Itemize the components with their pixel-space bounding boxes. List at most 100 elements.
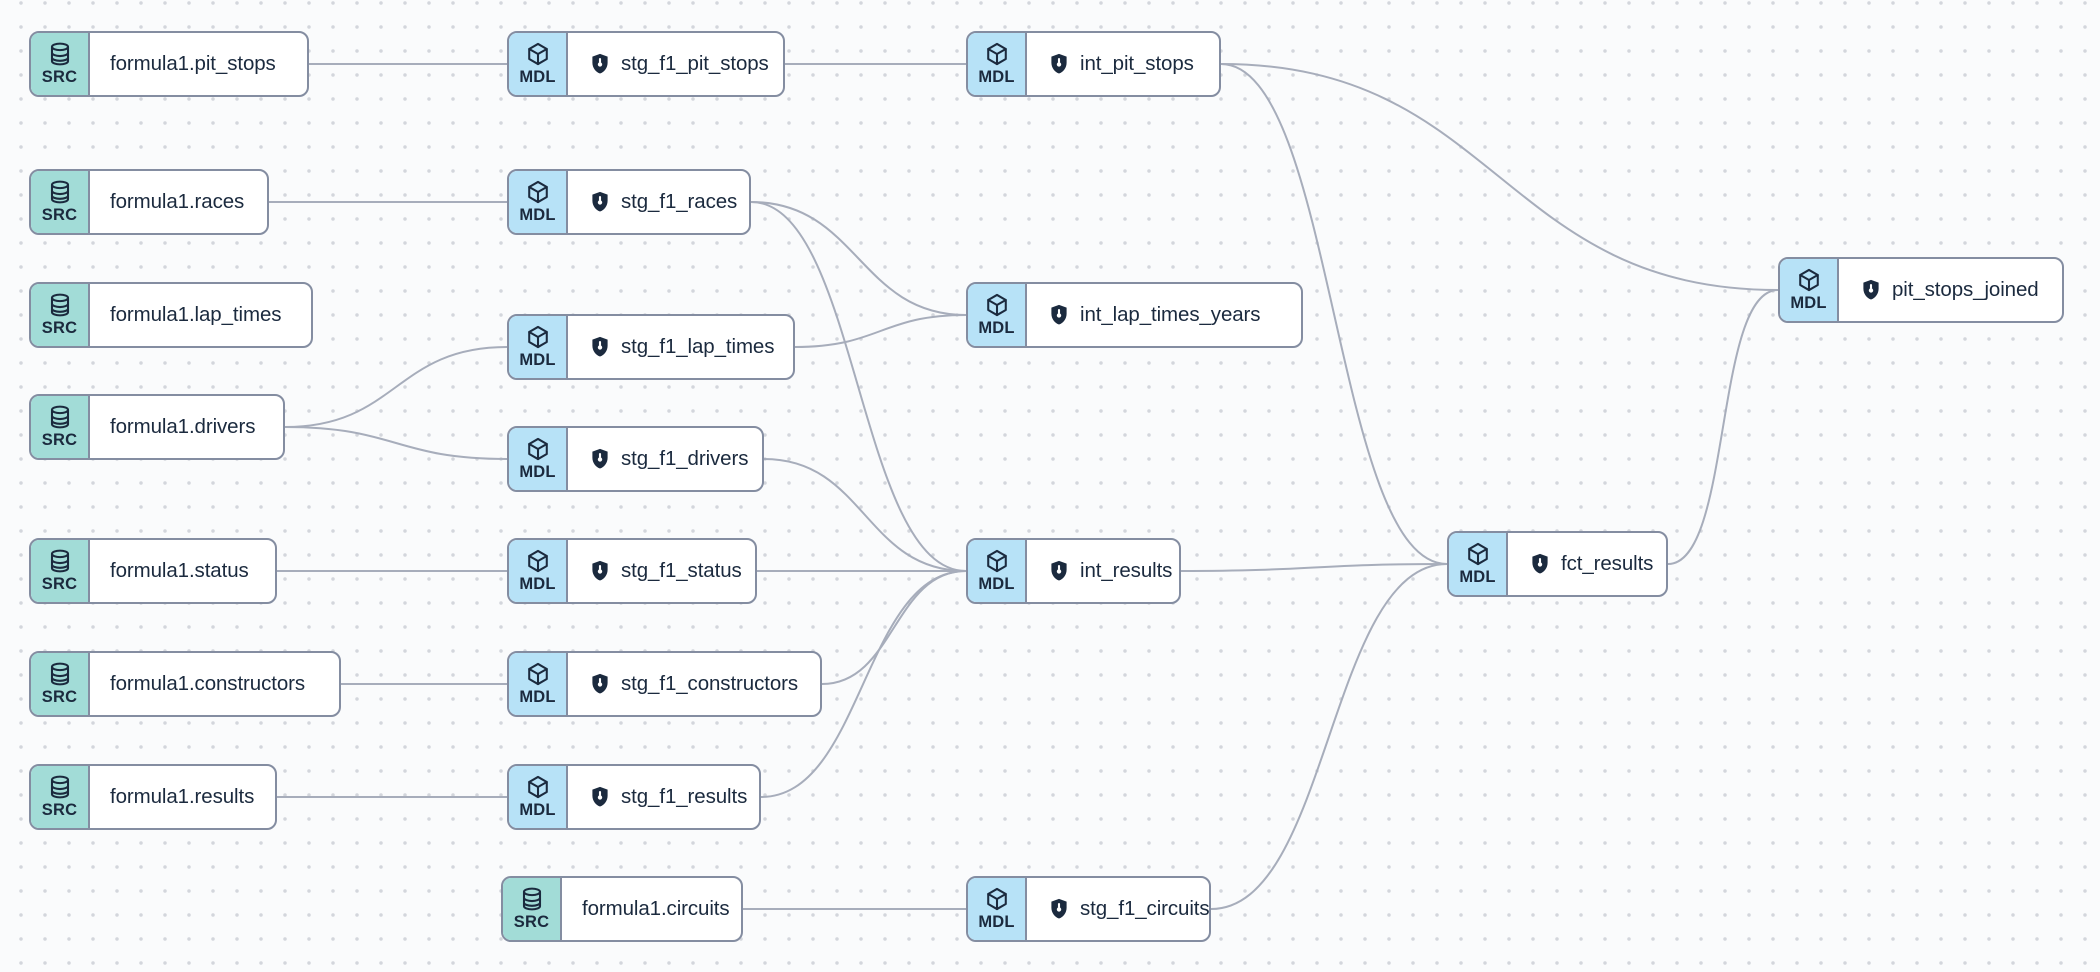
node-body: stg_f1_status (568, 540, 755, 602)
edge-fct-results--pit-stops-joined (1667, 289, 1779, 565)
node-int-pit-stops[interactable]: MDL int_pit_stops (966, 31, 1221, 97)
node-body: int_pit_stops (1027, 33, 1219, 95)
node-stg-f1-results[interactable]: MDL stg_f1_results (507, 764, 761, 830)
node-label: formula1.results (110, 784, 255, 808)
node-stg-f1-pit-stops[interactable]: MDL stg_f1_pit_stops (507, 31, 785, 97)
node-body: stg_f1_pit_stops (568, 33, 783, 95)
node-fct-results[interactable]: MDL fct_results (1447, 531, 1668, 597)
shield-icon (591, 335, 609, 358)
database-icon (50, 549, 69, 573)
cube-icon (527, 181, 548, 204)
edge-stg-f1-drivers--int-results (763, 458, 967, 572)
cube-icon (986, 294, 1007, 317)
node-label: pit_stops_joined (1892, 277, 2039, 301)
badge-label: MDL (519, 463, 556, 482)
node-label: formula1.races (110, 189, 245, 213)
node-body: formula1.results (90, 766, 275, 828)
node-formula1-drivers[interactable]: SRC formula1.drivers (29, 394, 285, 460)
shield-icon (1531, 552, 1549, 575)
edge-int-results--fct-results (1180, 563, 1448, 572)
node-label: stg_f1_pit_stops (621, 51, 769, 75)
shield-icon (591, 52, 609, 75)
badge-label: MDL (1459, 568, 1496, 587)
node-label: stg_f1_lap_times (621, 334, 775, 358)
database-icon (50, 775, 69, 799)
node-body: stg_f1_circuits (1027, 878, 1210, 940)
model-type-badge: MDL (968, 540, 1027, 602)
node-body: stg_f1_lap_times (568, 316, 793, 378)
database-icon (522, 887, 541, 911)
node-formula1-pit-stops[interactable]: SRC formula1.pit_stops (29, 31, 309, 97)
cube-icon (986, 550, 1007, 573)
cube-icon (527, 43, 548, 66)
badge-label: MDL (978, 575, 1015, 594)
node-stg-f1-races[interactable]: MDL stg_f1_races (507, 169, 751, 235)
node-label: formula1.circuits (582, 896, 730, 920)
node-stg-f1-constructors[interactable]: MDL stg_f1_constructors (507, 651, 822, 717)
node-formula1-status[interactable]: SRC formula1.status (29, 538, 277, 604)
source-type-badge: SRC (503, 878, 562, 940)
badge-label: MDL (978, 913, 1015, 932)
cube-icon (527, 663, 548, 686)
node-formula1-circuits[interactable]: SRC formula1.circuits (501, 876, 743, 942)
node-label: stg_f1_constructors (621, 671, 798, 695)
node-body: int_lap_times_years (1027, 284, 1301, 346)
badge-label: MDL (519, 351, 556, 370)
edge-stg-f1-races--int-results (750, 201, 967, 572)
node-pit-stops-joined[interactable]: MDL pit_stops_joined (1778, 257, 2064, 323)
cube-icon (986, 43, 1007, 66)
badge-label: SRC (513, 913, 550, 932)
node-body: int_results (1027, 540, 1179, 602)
node-body: stg_f1_races (568, 171, 749, 233)
node-formula1-results[interactable]: SRC formula1.results (29, 764, 277, 830)
edge-stg-f1-results--int-results (760, 570, 967, 798)
cube-icon (1467, 543, 1488, 566)
node-formula1-races[interactable]: SRC formula1.races (29, 169, 269, 235)
shield-icon (1050, 52, 1068, 75)
badge-label: MDL (978, 319, 1015, 338)
node-label: formula1.drivers (110, 414, 256, 438)
badge-label: SRC (41, 801, 78, 820)
node-body: formula1.circuits (562, 878, 741, 940)
model-type-badge: MDL (1780, 259, 1839, 321)
node-body: formula1.status (90, 540, 275, 602)
model-type-badge: MDL (968, 33, 1027, 95)
edge-formula1-drivers--stg-f1-lap-times (284, 346, 508, 428)
badge-label: SRC (41, 688, 78, 707)
badge-label: SRC (41, 575, 78, 594)
node-int-lap-times-years[interactable]: MDL int_lap_times_years (966, 282, 1303, 348)
node-stg-f1-lap-times[interactable]: MDL stg_f1_lap_times (507, 314, 795, 380)
edge-stg-f1-races--int-lap-times-years (750, 201, 967, 316)
node-body: formula1.drivers (90, 396, 283, 458)
node-body: pit_stops_joined (1839, 259, 2062, 321)
model-type-badge: MDL (509, 766, 568, 828)
node-body: fct_results (1508, 533, 1666, 595)
node-stg-f1-circuits[interactable]: MDL stg_f1_circuits (966, 876, 1211, 942)
node-body: formula1.pit_stops (90, 33, 307, 95)
node-label: stg_f1_circuits (1080, 896, 1210, 920)
node-body: stg_f1_drivers (568, 428, 762, 490)
node-formula1-lap-times[interactable]: SRC formula1.lap_times (29, 282, 313, 348)
node-label: stg_f1_results (621, 784, 748, 808)
node-label: formula1.lap_times (110, 302, 282, 326)
database-icon (50, 42, 69, 66)
badge-label: MDL (1790, 294, 1827, 313)
node-label: stg_f1_races (621, 189, 738, 213)
source-type-badge: SRC (31, 33, 90, 95)
edge-stg-f1-lap-times--int-lap-times-years (794, 314, 967, 348)
model-type-badge: MDL (509, 171, 568, 233)
node-stg-f1-drivers[interactable]: MDL stg_f1_drivers (507, 426, 764, 492)
source-type-badge: SRC (31, 766, 90, 828)
shield-icon (591, 559, 609, 582)
node-int-results[interactable]: MDL int_results (966, 538, 1181, 604)
node-formula1-constructors[interactable]: SRC formula1.constructors (29, 651, 341, 717)
node-label: formula1.constructors (110, 671, 306, 695)
shield-icon (591, 672, 609, 695)
badge-label: MDL (519, 68, 556, 87)
model-type-badge: MDL (509, 316, 568, 378)
source-type-badge: SRC (31, 396, 90, 458)
cube-icon (986, 888, 1007, 911)
model-type-badge: MDL (509, 428, 568, 490)
node-stg-f1-status[interactable]: MDL stg_f1_status (507, 538, 757, 604)
